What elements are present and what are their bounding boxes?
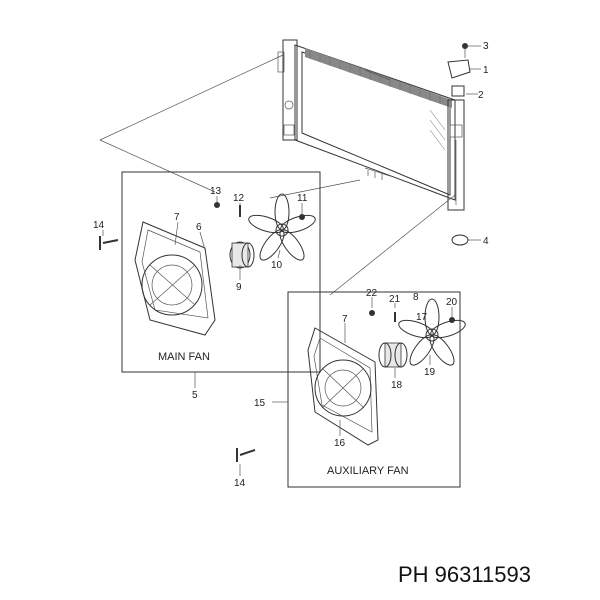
callout-14-main: 14 xyxy=(93,220,105,231)
callout-15: 15 xyxy=(254,398,266,409)
auxiliary-fan-group xyxy=(236,291,466,488)
main-fan-label: MAIN FAN xyxy=(158,351,210,363)
callout-4: 4 xyxy=(483,236,489,247)
callout-5: 5 xyxy=(192,390,198,401)
callout-16: 16 xyxy=(334,438,346,449)
callout-6: 6 xyxy=(196,222,202,233)
upper-bracket xyxy=(447,43,481,97)
connector-lines xyxy=(99,54,456,296)
radiator xyxy=(277,39,465,211)
callout-12: 12 xyxy=(233,193,245,204)
callout-3: 3 xyxy=(483,41,489,52)
main-fan-group xyxy=(99,171,321,388)
callout-14-aux: 14 xyxy=(234,478,246,489)
callouts: 1 2 3 4 5 6 7 7 8 9 10 11 12 13 14 14 15… xyxy=(93,41,489,489)
callout-2: 2 xyxy=(478,90,484,101)
callout-13: 13 xyxy=(210,186,222,197)
lower-mount xyxy=(451,234,481,246)
callout-22: 22 xyxy=(366,288,378,299)
callout-18: 18 xyxy=(391,380,403,391)
part-number: PH 96311593 xyxy=(398,562,531,587)
callout-7-aux: 7 xyxy=(342,314,348,325)
callout-8: 8 xyxy=(413,292,419,303)
auxiliary-fan-label: AUXILIARY FAN xyxy=(327,465,409,477)
callout-10: 10 xyxy=(271,260,283,271)
callout-11: 11 xyxy=(297,193,308,204)
callout-9: 9 xyxy=(236,282,242,293)
callout-20: 20 xyxy=(446,297,458,308)
callout-19: 19 xyxy=(424,367,436,378)
callout-1: 1 xyxy=(483,65,489,76)
callout-7-main: 7 xyxy=(174,212,180,223)
callout-21: 21 xyxy=(389,294,401,305)
callout-17: 17 xyxy=(416,312,428,323)
